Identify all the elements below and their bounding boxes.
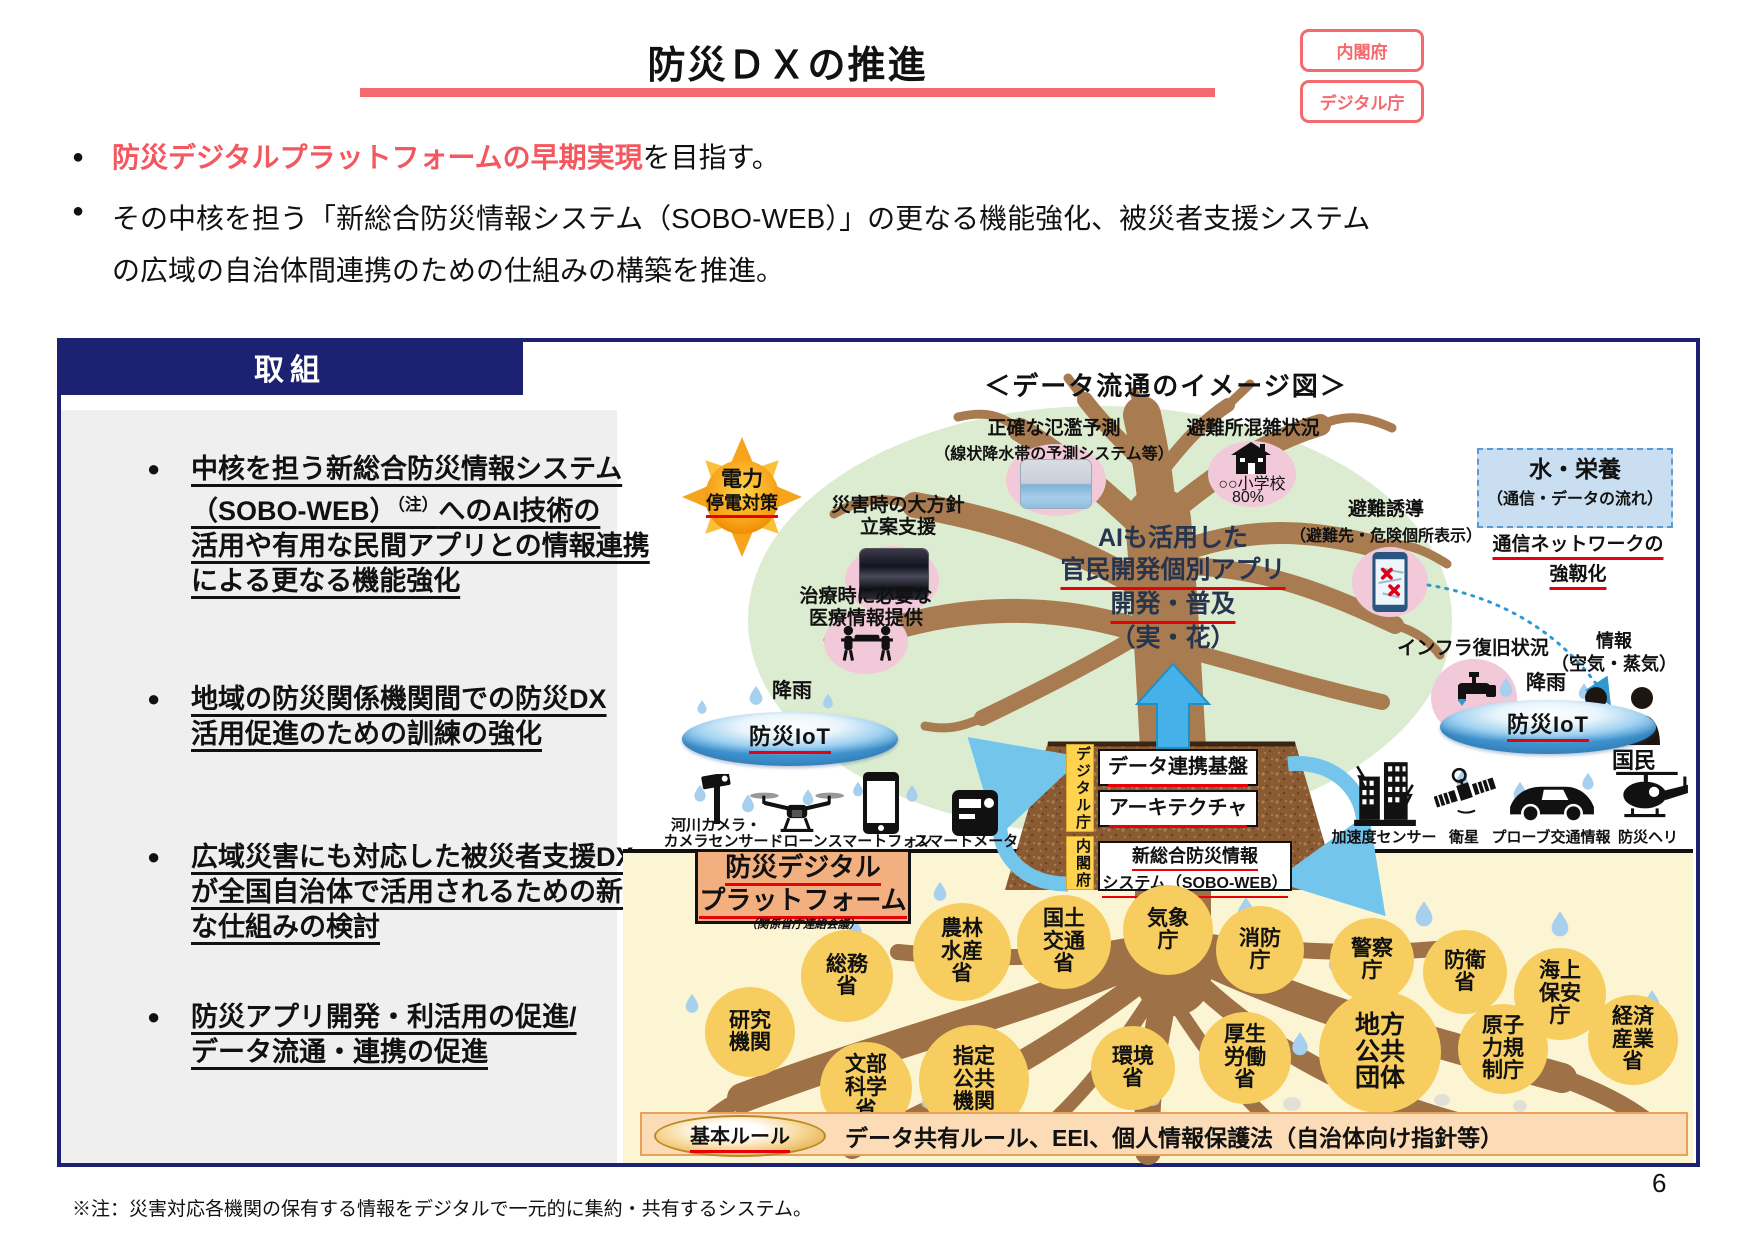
footnote: ※注：災害対応各機関の保有する情報をデジタルで一元的に集約・共有するシステム。 (72, 1199, 813, 1220)
intro-highlight: 防災デジタルプラットフォームの早期実現 (112, 142, 643, 173)
device-label-satellite: 衛星 (1448, 829, 1480, 846)
policy-support-label: 災害時の大方針 立案支援 (831, 495, 965, 539)
page-title: 防災ＤＸの推進 (647, 45, 928, 87)
ministry-circle: 国土 交通 省 (1017, 895, 1111, 989)
device-label-probe-traffic: プローブ交通情報 (1491, 829, 1611, 846)
probe-car-icon (1510, 786, 1594, 822)
ministry-circle: 地方 公共 団体 (1319, 991, 1441, 1113)
smart-meter-icon (952, 790, 998, 836)
initiative-text: 広域災害にも対応した被災者支援DX が全国自治体で活用されるための新た な仕組み… (191, 842, 650, 942)
smartphone-icon (863, 772, 899, 834)
initiative-text: 防災アプリ開発・利活用の促進/ データ流通・連携の促進 (191, 1002, 577, 1067)
title-underline-bar (360, 88, 1215, 97)
iot-lens-left: 防災IoT (682, 712, 898, 766)
water-nutrition-box: 水・栄養 （通信・データの流れ） (1477, 448, 1673, 528)
platform-box: 防災デジタル プラットフォーム （関係省庁連絡会議） (695, 849, 911, 931)
evacuation-subtitle: （避難先・危険個所表示） (1289, 528, 1483, 545)
network-resilience-line2: 強靱化 (1549, 564, 1607, 591)
initiative-text: 中核を担う新総合防災情報システム （SOBO-WEB）（注）へのAI技術の 活用… (191, 454, 650, 596)
device-label-smartphone: スマートフォン (827, 833, 933, 850)
initiative-item: 防災アプリ開発・利活用の促進/ データ流通・連携の促進 (147, 1000, 683, 1070)
initiative-item: 地域の防災関係機関間での防災DX 活用促進のための訓練の強化 (147, 682, 683, 752)
architecture-box: アーキテクチャ (1098, 790, 1258, 828)
cabinet-office-tag: 内閣府 (1066, 836, 1094, 890)
device-label-accelerometer: 加速度センサー (1331, 829, 1437, 846)
ministry-circle: 防衛 省 (1423, 930, 1507, 1014)
ministry-circle: 気象 庁 (1123, 885, 1213, 975)
badge-digital-agency: デジタル庁 (1300, 80, 1424, 123)
network-resilience-line1: 通信ネットワークの (1492, 534, 1664, 561)
digital-agency-tag: デジタル庁 (1066, 744, 1094, 832)
ministry-circle: 研究 機関 (705, 987, 795, 1077)
intro-rest: を目指す。 (642, 142, 780, 173)
info-label: 情報 （空気・蒸気） (1551, 631, 1677, 675)
initiatives-header: 取組 (57, 338, 523, 395)
evacuation-title: 避難誘導 (1347, 499, 1425, 520)
rain-label-left: 降雨 (772, 680, 812, 702)
device-label-smart-meter: スマートメータ (913, 833, 1019, 850)
ministry-circle: 総務 省 (801, 930, 893, 1022)
diagram-heading: ＜データ流通のイメージ図＞ (984, 371, 1348, 401)
initiative-item: 広域災害にも対応した被災者支援DX が全国自治体で活用されるための新た な仕組み… (147, 840, 683, 945)
ministry-circle: 経済 産業 省 (1588, 995, 1678, 1085)
ai-line2: 官民開発個別アプリ (1060, 556, 1286, 590)
intro-bullet-1: 防災デジタルプラットフォームの早期実現を目指す。 (112, 139, 1672, 177)
flood-map-thumbnail (1021, 460, 1091, 508)
data-linkage-platform-box: データ連携基盤 (1098, 749, 1258, 787)
intro-bullet-2: その中核を担う「新総合防災情報システム（SOBO-WEB）」の更なる機能強化、被… (112, 203, 1371, 286)
guidance-phone-icon (1372, 552, 1408, 612)
page-number: 6 (1652, 1168, 1667, 1198)
ministry-circle: 消防 庁 (1216, 906, 1304, 994)
sobo-web-box: 新総合防災情報 システム（SOBO-WEB） (1098, 841, 1292, 898)
ministry-circle: 農林 水産 省 (913, 903, 1011, 1001)
intro-bullet-dot: ● (72, 200, 85, 222)
satellite-icon (1434, 767, 1496, 814)
intro-bullet-dot: ● (72, 146, 85, 168)
badge-cabinet-office: 内閣府 (1300, 29, 1424, 72)
stretcher-icon (841, 625, 893, 661)
initiative-item: 中核を担う新総合防災情報システム （SOBO-WEB）（注）へのAI技術の 活用… (147, 452, 683, 599)
device-label-drone: ドローン (768, 833, 828, 850)
citizens-caption: 国民 (1611, 748, 1657, 773)
helicopter-icon (1616, 771, 1688, 818)
ai-line1: AIも活用した (1097, 524, 1249, 552)
shelter-title: 避難所混雑状況 (1186, 418, 1320, 439)
rain-label-right: 降雨 (1526, 672, 1566, 694)
ministry-circle: 環境 省 (1091, 1026, 1175, 1110)
ministry-circle: 厚生 労働 省 (1199, 1012, 1291, 1104)
ai-line4: （実・花） (1110, 624, 1236, 652)
river-camera-icon (701, 774, 731, 824)
device-label-river-camera: 河川カメラ・ カメラセンサー (663, 817, 769, 850)
iot-lens-right: 防災IoT (1440, 700, 1656, 754)
ministry-circle: 警察 庁 (1330, 918, 1414, 1002)
initiative-text: 地域の防災関係機関間での防災DX 活用促進のための訓練の強化 (191, 684, 607, 749)
infra-recovery-label: インフラ復旧状況 (1397, 638, 1549, 659)
base-rule-text: データ共有ルール、EEI、個人情報保護法（自治体向け指針等） (845, 1125, 1504, 1151)
accelerometer-buildings-icon (1354, 762, 1416, 826)
sun-label: 電力 停電対策 (706, 468, 778, 518)
flood-forecast-title: 正確な氾濫予測 (987, 418, 1121, 439)
shelter-percent-label: 80% (1231, 489, 1265, 506)
device-label-helicopter: 防災ヘリ (1617, 829, 1679, 846)
base-rule-badge: 基本ルール (654, 1115, 826, 1157)
ai-line3: 開発・普及 (1110, 590, 1236, 624)
